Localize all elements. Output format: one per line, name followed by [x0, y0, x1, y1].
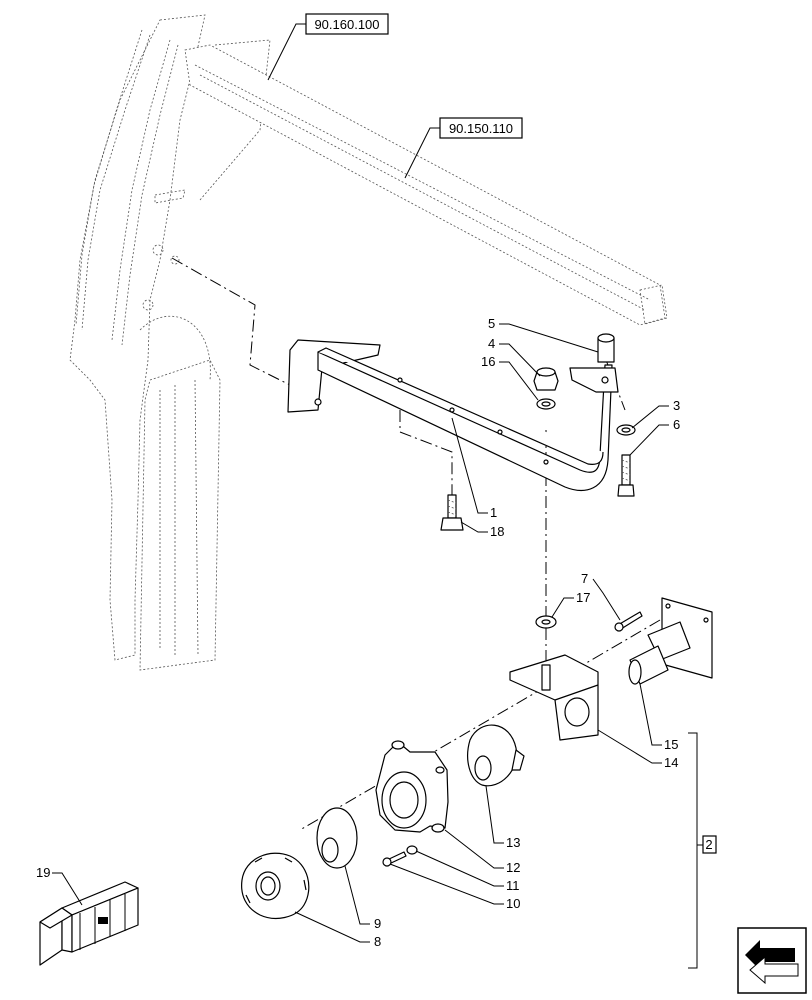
callout-3: 3: [673, 398, 680, 413]
bolt-part-6: [617, 454, 635, 497]
callout-labels: 5 4 16 3 6 1 18 7 17 15 14 13 12 11 10 9…: [36, 316, 680, 949]
reference-label-rail: 90.150.110: [449, 121, 513, 136]
callout-14: 14: [664, 755, 678, 770]
spacer-part-5: [597, 333, 615, 363]
shipping-crate-icon: [39, 881, 139, 966]
callout-leaders: [52, 323, 669, 943]
washer-part-11: [406, 845, 418, 855]
callout-4: 4: [488, 336, 495, 351]
lamp-bracket-part-14: [509, 654, 599, 741]
callout-13: 13: [506, 835, 520, 850]
reference-label-top: 90.160.100: [314, 17, 379, 32]
cab-pillar: [69, 14, 271, 671]
centerline-pillar-bracket: [171, 257, 311, 396]
callout-17: 17: [576, 590, 590, 605]
callout-9: 9: [374, 916, 381, 931]
callout-16: 16: [481, 354, 495, 369]
lamp-body-part-13: [467, 724, 525, 787]
washer-part-16: [536, 398, 556, 410]
kit-range-bracket: 2: [688, 732, 717, 969]
callout-6: 6: [673, 417, 680, 432]
reference-90-160-100[interactable]: 90.160.100: [267, 13, 389, 81]
washer-part-17: [535, 615, 557, 629]
screw-part-10: [382, 851, 407, 867]
bolt-part-18: [440, 494, 464, 531]
callout-15: 15: [664, 737, 678, 752]
screw-part-7: [614, 611, 643, 632]
callout-5: 5: [488, 316, 495, 331]
callout-8: 8: [374, 934, 381, 949]
callout-12: 12: [506, 860, 520, 875]
connector-part-15: [628, 597, 713, 685]
cap-part-8: [241, 852, 310, 919]
reference-90-150-110[interactable]: 90.150.110: [404, 117, 523, 179]
lamp-housing-part-12: [375, 740, 449, 833]
callout-1: 1: [490, 505, 497, 520]
callout-19: 19: [36, 865, 50, 880]
callout-11: 11: [506, 878, 520, 893]
callout-2: 2: [705, 837, 712, 852]
callout-7: 7: [581, 571, 588, 586]
nut-part-4: [533, 367, 559, 391]
bracket-part-1: [287, 339, 619, 491]
washer-part-3: [616, 424, 636, 436]
callout-18: 18: [490, 524, 504, 539]
lens-part-9: [316, 807, 358, 869]
previous-page-arrow-icon[interactable]: [737, 927, 807, 994]
centerline-lamp-axis: [299, 619, 661, 831]
callout-10: 10: [506, 896, 520, 911]
centerline-bracket-bolt: [399, 410, 453, 495]
roof-rail: [184, 44, 668, 326]
